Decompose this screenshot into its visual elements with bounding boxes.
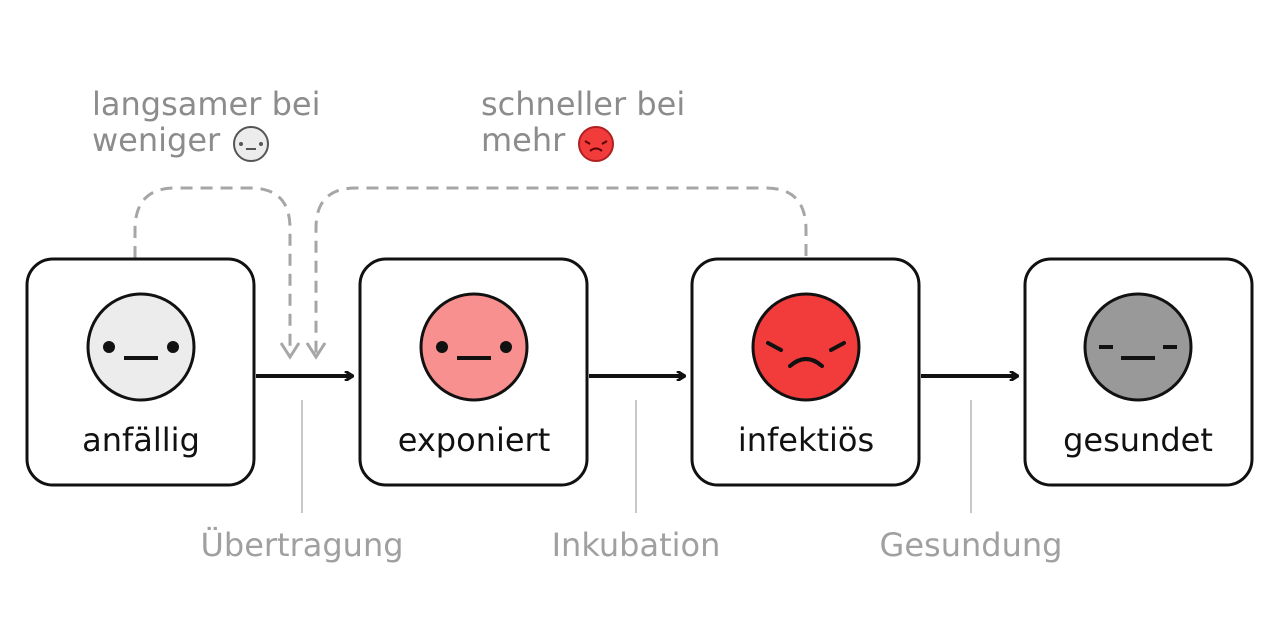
faster-feedback-arrow <box>314 186 808 354</box>
note-faster-line1: schneller bei <box>481 85 685 123</box>
tired-face-icon <box>1083 292 1193 402</box>
transition-ticks <box>301 400 972 513</box>
state-label-recovered: gesundet <box>1063 421 1213 459</box>
state-box-recovered: gesundet <box>1023 257 1254 487</box>
state-box-infectious: infektiös <box>690 257 921 487</box>
state-label-exposed: exponiert <box>398 421 551 459</box>
transition-label-recovery: Gesundung <box>880 526 1063 564</box>
transition-label-transmission: Übertragung <box>200 526 403 564</box>
neutral-face-icon <box>419 292 529 402</box>
transition-label-incubation: Inkubation <box>552 526 721 564</box>
slower-feedback-arrow <box>133 186 292 354</box>
state-label-infectious: infektiös <box>738 421 874 459</box>
note-slower-line2: weniger <box>92 121 221 159</box>
state-box-exposed: exponiert <box>358 257 589 487</box>
state-label-susceptible: anfällig <box>82 421 200 459</box>
neutral-face-icon <box>86 292 196 402</box>
note-slower: langsamer bei weniger <box>92 85 320 162</box>
note-faster-line2: mehr <box>481 121 566 159</box>
sad-face-icon <box>578 126 614 162</box>
state-box-susceptible: anfällig <box>25 257 256 487</box>
faster-feedback-arrowhead <box>305 342 327 360</box>
neutral-face-icon <box>233 126 269 162</box>
feedback-arrows <box>133 186 808 360</box>
note-slower-line1: langsamer bei <box>92 85 320 123</box>
slower-feedback-arrowhead <box>279 342 301 360</box>
note-faster: schneller bei mehr <box>481 85 685 162</box>
sad-face-icon <box>751 292 861 402</box>
